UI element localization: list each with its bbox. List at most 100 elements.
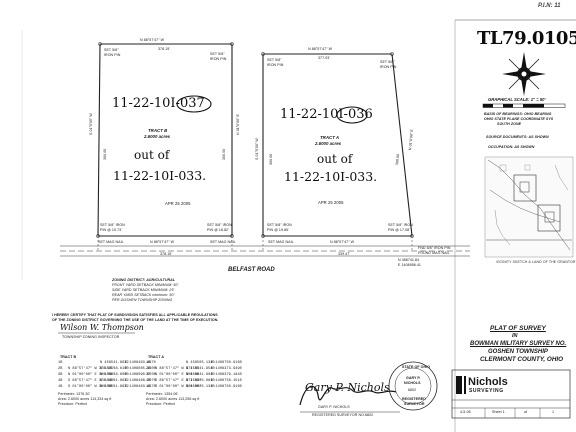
tract-b-corner-label: IRON PIN xyxy=(210,57,227,61)
plat-title-line: CLERMONT COUNTY, OHIO xyxy=(480,356,564,363)
tract-a-left-bearing: S 01°0'00" W xyxy=(255,138,259,160)
coord-row-easting: E 1408090.5700 xyxy=(125,373,156,377)
tract-a-corner-label: SET 5/8" IRON xyxy=(267,223,292,227)
tract-a-date-stamp: APR 25 2005 xyxy=(318,200,344,205)
tract-a-parcel-circle xyxy=(336,106,368,124)
seal-text: GARY P. xyxy=(406,376,421,380)
coord-row-id: 2A xyxy=(146,367,151,371)
tract-b-road-bearing: N 88°57'47" W xyxy=(150,240,175,244)
tract-a-top-bearing: N 88°57'47" W xyxy=(308,47,333,51)
tract-a-corner-label: SET 5/8" IRON xyxy=(388,223,413,227)
plat-title-line: BOWMAN MILITARY SURVEY NO. xyxy=(470,341,567,347)
coord-row-northing: N 458505.1340 xyxy=(186,385,215,389)
coord-row-course: N 88°57'47" W 377.03' xyxy=(155,367,202,371)
coord-row-easting: E 1408085.3300 xyxy=(125,367,156,371)
road-found-pin-label: FND 5/8" IRON PIN xyxy=(418,246,451,250)
tract-a-corner-marker xyxy=(261,52,265,56)
tract-a-road-distance: 339.47' xyxy=(338,252,351,256)
surveyor-signature-strokes xyxy=(299,385,397,406)
tract-a-title: TRACT A xyxy=(320,135,340,140)
tract-b-corner-label: SET 5/8" xyxy=(104,48,119,52)
source-documents-note: SOURCE DOCUMENTS: AS SHOWN xyxy=(486,135,549,139)
coord-row-easting: E 1408373.9490 xyxy=(211,367,242,371)
zoning-line: PER GOSHEN TOWNSHIP ZONING xyxy=(112,298,173,302)
scale-label: GRAPHICAL SCALE: 1" = 50' xyxy=(488,97,546,102)
road-mag-nail-label: SET MAG NAIL xyxy=(210,240,236,244)
zoning-line: FRONT YARD SETBACK MINIMUM: 50' xyxy=(112,283,179,287)
tract-b-top-bearing: N 88°57'47" W xyxy=(140,38,165,42)
coord-row-id: 3A xyxy=(146,373,151,377)
nichols-logo-icon xyxy=(456,376,466,394)
coord-row-northing: N 458541.8632 xyxy=(100,361,129,365)
basis-bearings-line: OHIO STATE PLANE COORDINATE SYS xyxy=(484,117,554,121)
tract-a-area: Area: 2.6000 acres 113,256 sq ft xyxy=(146,397,200,401)
surveyor-signature: Gary P. Nichols xyxy=(305,381,390,394)
surveyor-seal xyxy=(388,361,438,411)
coord-row-course: S 88°57'47" E 377.03' xyxy=(155,379,202,383)
coord-row-easting: E 1408463.4670 xyxy=(125,385,156,389)
title-block-frame xyxy=(451,369,571,419)
tract-a-corner-label: SET 5/8" xyxy=(267,58,282,62)
zoning-line: ZONING DISTRICT: AGRICULTURAL xyxy=(112,278,176,282)
basis-bearings-line: SOUTH ZONE xyxy=(497,122,522,126)
coord-row-course: S 88°57'47" E 378.15' xyxy=(68,379,115,383)
tract-a-perimeter: Perimeter: 1354.06' xyxy=(146,392,179,396)
tract-a-road-bearing: N 88°57'47" W xyxy=(330,240,355,244)
tract-b-corner-label: SET 5/8" IRON xyxy=(207,223,232,227)
coord-row-course: N 88°57'47" W 378.15' xyxy=(68,367,115,371)
zoning-line: REAR YARD SETBACK minimum: 50' xyxy=(112,293,175,297)
coord-row-course: S 01°00'00" W 300.00' xyxy=(68,385,115,389)
coord-row-easting: E 1408379.1840 xyxy=(211,373,242,377)
zoning-inspector-role: TOWNSHIP ZONING INSPECTOR xyxy=(62,335,120,339)
tract-a-corner-marker xyxy=(390,52,394,56)
graphical-scale-bar xyxy=(482,103,566,108)
coord-row-id: 1B xyxy=(58,385,63,389)
tract-a-acres: 2.6000 acres xyxy=(315,141,342,146)
tract-a-corner-label: IRON PIN xyxy=(267,63,284,67)
plat-title-line: GOSHEN TOWNSHIP xyxy=(488,349,548,355)
vicinity-caption: VICINITY SKETCH & LAND OF THE GRANTOR xyxy=(496,260,576,264)
coord-row-id: 2B xyxy=(58,367,63,371)
tract-b-corner-label: IRON PIN xyxy=(104,53,121,57)
road-found-pin-label: FOUND MAG NAIL xyxy=(418,251,450,255)
title-block-total: 1 xyxy=(552,410,555,414)
tract-b-left-distance: 300.00 xyxy=(103,148,107,160)
company-subtitle: SURVEYING xyxy=(469,388,504,394)
title-block-date: 4-5-05 xyxy=(460,410,471,414)
tract-a-left-distance: 300.00 xyxy=(269,153,273,165)
occupation-note: OCCUPATION: AS SHOWN xyxy=(488,145,535,149)
coord-row-northing: N 458505.1340 xyxy=(186,361,215,365)
title-block-of: of xyxy=(524,410,528,414)
pin-label: P.I.N: 11 xyxy=(538,3,561,9)
tract-b-right-bearing: N 01°0'00" E xyxy=(236,114,240,135)
zoning-inspector-signature: Wilson W. Thompson xyxy=(60,323,144,332)
seal-text: REGISTERED xyxy=(402,397,426,401)
coord-row-id: 1A xyxy=(146,385,151,389)
certification-text: OF THE ZONING DISTRICT GOVERNING THE USE… xyxy=(52,318,219,322)
vicinity-sketch xyxy=(484,156,574,258)
coord-row-northing: N 458541.8632 xyxy=(100,385,129,389)
coord-row-id: 3B xyxy=(58,373,63,377)
road-coordinate: N 458741.84 xyxy=(398,258,420,262)
tract-b-title: TRACT B xyxy=(148,128,168,133)
tract-b-perimeter: Perimeter: 1376.30' xyxy=(58,392,91,396)
coord-row-course: S 01°00'00" W 300.00' xyxy=(155,385,202,389)
coord-row-northing: N 458548.6100 xyxy=(100,367,129,371)
tract-b-corner-label: SET 5/8" IRON xyxy=(100,223,125,227)
road-name: BELFAST ROAD xyxy=(228,267,275,273)
tract-a-precision: Precision: Perfect xyxy=(146,402,176,406)
tract-b-parent-parcel: 11-22-10I-033. xyxy=(113,168,207,183)
tract-b-corner-label: PIN @ 16.82' xyxy=(207,228,229,232)
coord-row-northing: N 458805.0840 xyxy=(186,379,215,383)
coord-row-northing: N 458848.6000 xyxy=(100,373,129,377)
zoning-line: SIDE YARD SETBACK MINIMUM: 25' xyxy=(112,288,175,292)
tract-a-out-of: out of xyxy=(317,152,353,166)
surveyor-name: GARY P. NICHOLS xyxy=(318,405,350,409)
tract-b-out-of: out of xyxy=(134,148,170,162)
tract-b-date-stamp: APR 25 2005 xyxy=(165,201,191,206)
seal-text: SURVEYOR xyxy=(404,402,425,406)
seal-text: 6802 xyxy=(408,388,417,392)
seal-text: STATE OF OHIO xyxy=(402,365,431,369)
tract-b-left-bearing: S 01°0'00" W xyxy=(89,113,93,135)
tract-a-parent-parcel: 11-22-10I-033. xyxy=(284,169,378,184)
